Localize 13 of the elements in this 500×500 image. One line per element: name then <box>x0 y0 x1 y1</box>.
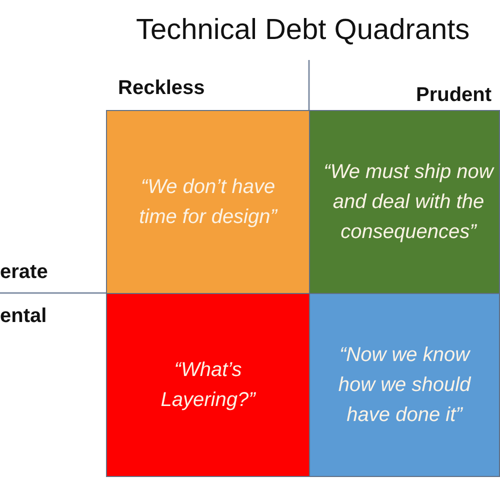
row-label: ental <box>0 305 47 328</box>
column-label: Prudent <box>416 84 492 107</box>
quadrant-box <box>106 293 310 477</box>
quote-text: “What’s Layering?” <box>160 358 257 413</box>
quadrant-box <box>309 293 500 477</box>
quote-text: “We must ship now and deal with the consequences” <box>322 160 496 245</box>
quadrant-box <box>309 110 500 294</box>
quote-text: “We don’t have time for design” <box>138 175 278 230</box>
row-label: erate <box>0 261 48 284</box>
quote-text: “Now we know how we should have done it” <box>337 343 472 428</box>
quadrant-box <box>106 110 310 294</box>
column-label: Reckless <box>118 77 205 100</box>
diagram-title: Technical Debt Quadrants <box>136 14 470 47</box>
